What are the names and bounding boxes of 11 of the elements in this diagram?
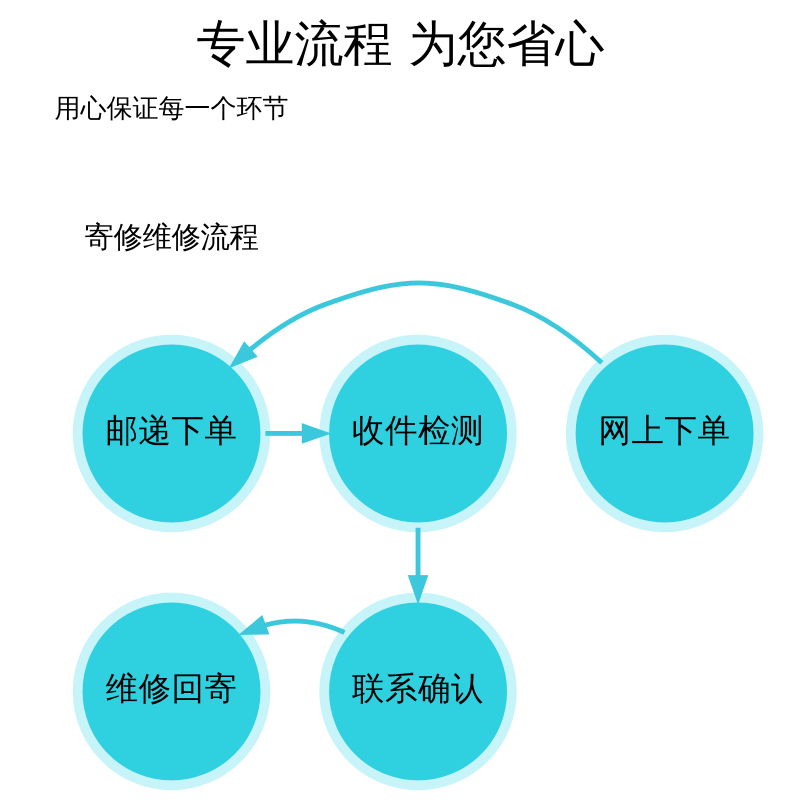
- arrow: [264, 423, 331, 444]
- label: 用心保证每一个环节: [54, 94, 288, 124]
- arrow: [407, 528, 428, 605]
- node-circle: 邮递下单: [72, 334, 270, 532]
- node-circle: 收件检测: [318, 334, 516, 532]
- node-circle: 联系确认: [318, 592, 516, 790]
- label: 寄修维修流程: [84, 220, 258, 254]
- arrow: [238, 615, 345, 636]
- diagram-title: 专业流程 为您省心: [196, 15, 604, 72]
- node-circle: 网上下单: [565, 334, 763, 532]
- arrow: [228, 280, 603, 368]
